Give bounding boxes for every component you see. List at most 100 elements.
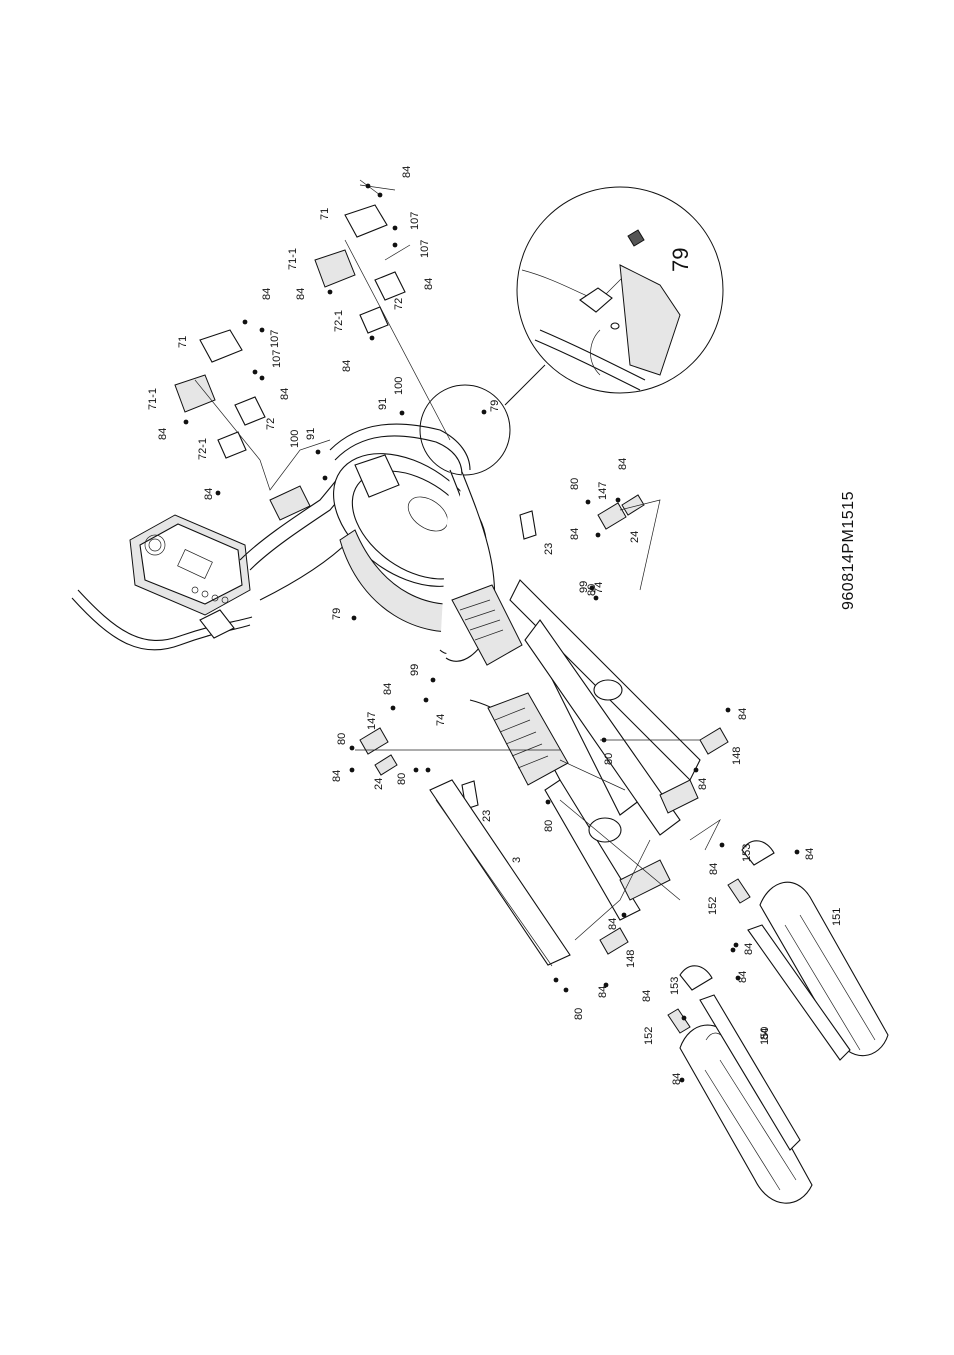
- detail-bubble: [504, 186, 724, 406]
- cover-71-1-right: [314, 249, 356, 288]
- part-label: 71: [319, 208, 331, 220]
- part-label: 84: [737, 708, 749, 720]
- part-label: 107: [409, 212, 421, 230]
- bracket-24-left: [374, 754, 398, 776]
- screw: [735, 975, 741, 981]
- part-label: 72: [393, 298, 405, 310]
- screw: [242, 319, 248, 325]
- upright-frame: [239, 423, 471, 601]
- bracket-24-right: [621, 494, 645, 516]
- part-label: 84: [382, 683, 394, 695]
- part-label: 84: [737, 971, 749, 983]
- screw: [725, 707, 731, 713]
- part-label: 107: [271, 350, 283, 368]
- part-label: 24: [373, 778, 385, 790]
- part-label: 107: [419, 240, 431, 258]
- screw: [601, 737, 607, 743]
- part-label: 84: [295, 288, 307, 300]
- part-label: 84: [157, 428, 169, 440]
- part-label: 84: [607, 918, 619, 930]
- screw: [392, 242, 398, 248]
- end-cover-upper-150: [699, 994, 801, 1151]
- part-label: 84: [423, 278, 435, 290]
- bracket-147-left: [359, 727, 389, 755]
- screw: [413, 767, 419, 773]
- part-label: 84: [203, 488, 215, 500]
- part-label: 80: [396, 773, 408, 785]
- handlebar-arm: [71, 589, 253, 651]
- part-label: 148: [731, 747, 743, 765]
- screw: [621, 912, 627, 918]
- part-label: 80: [586, 584, 598, 596]
- part-label: 23: [481, 810, 493, 822]
- screw: [423, 697, 429, 703]
- screw: [369, 335, 375, 341]
- screw: [719, 842, 725, 848]
- screw: [730, 947, 736, 953]
- part-label: 72-1: [333, 310, 345, 332]
- screw: [425, 767, 431, 773]
- cover-72-1-right: [359, 306, 389, 334]
- screw: [259, 375, 265, 381]
- part-label: 150: [759, 1027, 771, 1045]
- end-cover-150: [679, 1024, 813, 1204]
- cover-71-right: [344, 204, 388, 238]
- part-label: 84: [708, 863, 720, 875]
- screw: [679, 1077, 685, 1083]
- part-label: 100: [393, 377, 405, 395]
- pedal-arm-left: [469, 692, 569, 786]
- screw: [553, 977, 559, 983]
- part-label: 84: [401, 166, 413, 178]
- screw: [733, 942, 739, 948]
- screw: [183, 419, 189, 425]
- cover-72-right: [374, 271, 406, 301]
- part-label: 91: [377, 398, 389, 410]
- detail-callout-label: 79: [668, 248, 693, 272]
- screw: [351, 615, 357, 621]
- cap-152-right: [727, 878, 751, 904]
- part-label: 79: [331, 608, 343, 620]
- cover-72-1-left: [217, 431, 247, 459]
- part-label: 84: [743, 943, 755, 955]
- cover-71-left: [199, 329, 243, 363]
- screw: [390, 705, 396, 711]
- screw: [585, 499, 591, 505]
- bracket-147-right: [597, 502, 627, 530]
- screw: [481, 409, 487, 415]
- part-label: 80: [336, 733, 348, 745]
- screw: [315, 449, 321, 455]
- part-label: 3: [511, 857, 523, 863]
- screw: [215, 490, 221, 496]
- screw: [794, 849, 800, 855]
- part-label: 91: [305, 428, 317, 440]
- part-label: 84: [279, 388, 291, 400]
- screws: [183, 183, 800, 1083]
- cover-72-left: [234, 396, 266, 426]
- part-label: 84: [617, 458, 629, 470]
- screw: [545, 799, 551, 805]
- screw: [615, 497, 621, 503]
- screw: [593, 595, 599, 601]
- rails: [509, 579, 701, 921]
- bracket-148-left: [599, 927, 629, 955]
- cap-153-right: [741, 840, 775, 866]
- part-label: 99: [578, 581, 590, 593]
- part-label: 24: [629, 531, 641, 543]
- part-label: 148: [625, 950, 637, 968]
- part-label: 80: [569, 478, 581, 490]
- part-label: 84: [804, 848, 816, 860]
- pedal-arm-right: [439, 469, 523, 666]
- part-label: 107: [269, 330, 281, 348]
- screw: [252, 369, 258, 375]
- screw: [259, 327, 265, 333]
- part-label: 153: [741, 844, 753, 862]
- part-label: 84: [597, 986, 609, 998]
- part-label: 147: [366, 712, 378, 730]
- leader-lines: [194, 179, 721, 941]
- screw: [563, 987, 569, 993]
- part-label: 84: [341, 360, 353, 372]
- rail-3: [429, 779, 571, 967]
- part-labels: 841077171-184107847272-184841077171-1841…: [147, 166, 843, 1085]
- screw: [377, 192, 383, 198]
